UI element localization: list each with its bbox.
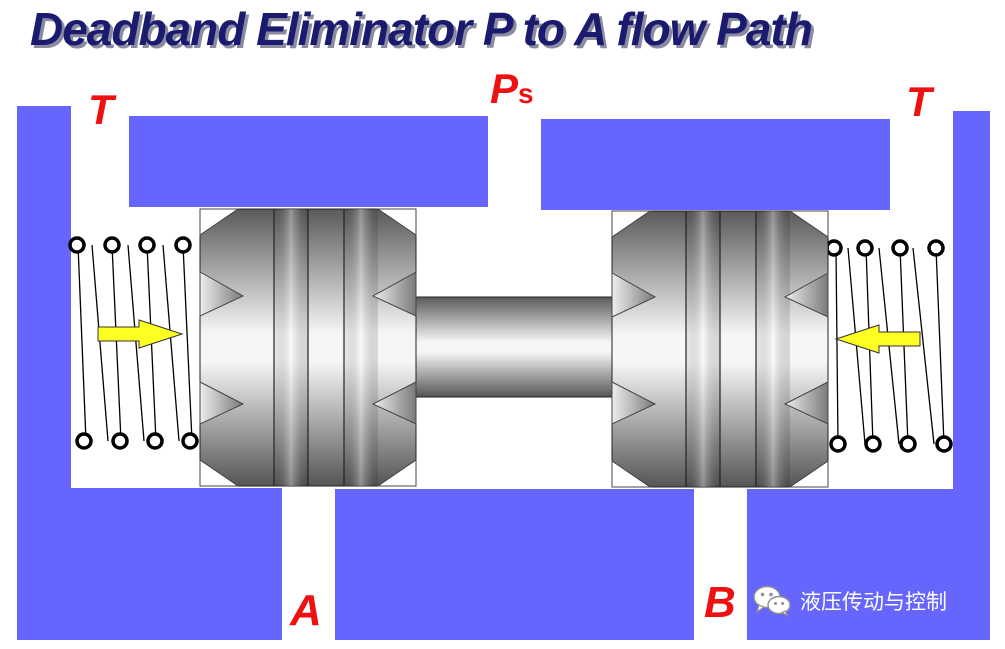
spring-right: [825, 239, 953, 453]
port-label-work-b: B: [704, 578, 736, 627]
port-label-tank-right: T: [906, 78, 932, 125]
watermark: 液压传动与控制: [752, 584, 947, 618]
spring-force-arrow-right: [97, 319, 184, 349]
spool-land-right: [611, 210, 829, 488]
spring-left: [68, 236, 199, 450]
port-label-tank-left: T: [88, 86, 114, 133]
housing-top-right-land: [541, 119, 890, 210]
wechat-icon: [753, 585, 791, 617]
port-label-supply: Ps: [490, 68, 534, 110]
port-label-supply-main: P: [490, 65, 519, 112]
housing-top-left-land: [129, 116, 488, 207]
port-label-work-a: A: [290, 586, 322, 635]
watermark-text: 液压传动与控制: [800, 590, 947, 614]
housing-right-wall: [953, 111, 990, 495]
port-label-supply-sub: s: [518, 78, 534, 109]
housing-bottom-center-block: [335, 489, 694, 640]
spool-shaft: [411, 296, 616, 398]
spool-land-left: [199, 208, 417, 487]
valve-housing: [17, 106, 990, 640]
housing-bottom-left-block: [17, 488, 282, 640]
diagram-title: Deadband Eliminator P to A flow Path: [30, 3, 813, 55]
spring-force-arrow-left: [834, 324, 921, 354]
